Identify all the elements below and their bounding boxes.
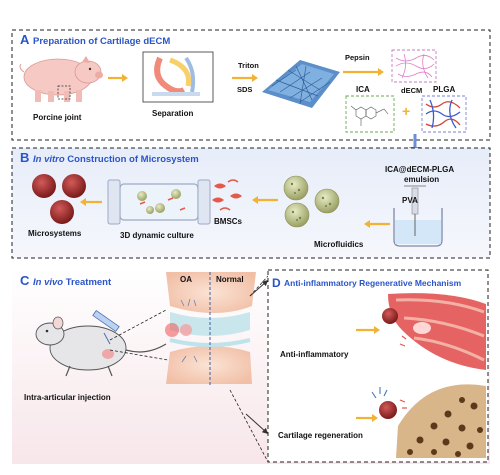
panel-a-letter: A (20, 32, 30, 47)
panel-a-border (11, 29, 491, 141)
sds-label: SDS (237, 85, 252, 94)
emulsion-label-line1: ICA@dECM-PLGA (385, 165, 454, 174)
syringe-icon (92, 309, 120, 345)
arrow-icon (249, 280, 269, 297)
oa-label: OA (180, 275, 192, 284)
arrow-icon (356, 414, 378, 422)
microsystems-illustration (32, 174, 86, 224)
plga-label: PLGA (433, 85, 455, 94)
pepsin-label: Pepsin (345, 53, 370, 62)
arrow-icon (108, 74, 128, 82)
arrow-icon (252, 196, 278, 204)
triton-label: Triton (238, 61, 259, 70)
panel-d-title: Anti-inflammatory Regenerative Mechanism (284, 278, 462, 288)
ica-molecule-illustration (345, 95, 395, 133)
bioreactor-illustration (107, 179, 211, 225)
arrow-icon (343, 68, 384, 76)
decm-label: dECM (401, 86, 422, 95)
microsystems-label: Microsystems (28, 229, 82, 238)
panel-b-letter: B (20, 150, 29, 165)
bmscs-label: BMSCs (214, 217, 243, 226)
rat-illustration (35, 316, 167, 377)
panel-c-letter: C (20, 273, 30, 288)
panel-d-letter: D (272, 276, 281, 290)
plga-illustration (421, 95, 467, 133)
decellularized-matrix-illustration (262, 60, 340, 108)
panel-c-title-italic: In vivo (33, 277, 63, 288)
arrow-icon (245, 413, 269, 435)
panel-b-title: In vitro Construction of Microsystem (33, 154, 199, 165)
separation-illustration (142, 51, 214, 103)
plus-sign: + (402, 103, 410, 119)
arrow-icon (80, 198, 102, 206)
porcine-joint-label: Porcine joint (33, 113, 82, 122)
panel-b: B In vitro Construction of Microsystem I… (11, 147, 491, 259)
panel-d: D Anti-inflammatory Regenerative Mechani… (267, 269, 489, 463)
joint-highlight-box (57, 85, 71, 100)
bmsc-cells-illustration (212, 179, 242, 211)
injection-label: Intra-articular injection (24, 393, 111, 402)
panel-b-title-italic: In vitro (33, 154, 65, 165)
panel-c-title-rest: Treatment (63, 277, 112, 288)
normal-label: Normal (216, 275, 244, 284)
arrow-icon (364, 220, 390, 228)
cartilage-regeneration-illustration (371, 384, 486, 458)
arrow-icon (356, 326, 380, 334)
microspheres-illustration (283, 175, 340, 228)
microfluidics-label: Microfluidics (314, 240, 364, 249)
culture-label: 3D dynamic culture (120, 231, 194, 240)
separation-label: Separation (152, 109, 193, 118)
inflamed-tissue-illustration (382, 293, 486, 370)
pig-illustration (19, 56, 103, 102)
zoom-callout-lines (109, 275, 269, 463)
arrow-icon (232, 74, 258, 82)
panel-a: A Preparation of Cartilage dECM Porcine … (11, 29, 491, 141)
panel-c-title: In vivo Treatment (33, 277, 112, 288)
panel-a-title: Preparation of Cartilage dECM (33, 36, 170, 47)
cartilage-regeneration-label: Cartilage regeneration (278, 431, 363, 440)
decm-illustration (391, 49, 437, 83)
inflammation-spot (165, 323, 179, 337)
panel-b-title-rest: Construction of Microsystem (65, 154, 199, 165)
beaker-illustration (393, 185, 443, 247)
ica-label: ICA (356, 85, 370, 94)
pva-label: PVA (402, 196, 418, 205)
knee-joint-illustration (165, 272, 256, 386)
anti-inflammatory-label: Anti-inflammatory (280, 350, 349, 359)
emulsion-label-line2: emulsion (404, 175, 439, 184)
